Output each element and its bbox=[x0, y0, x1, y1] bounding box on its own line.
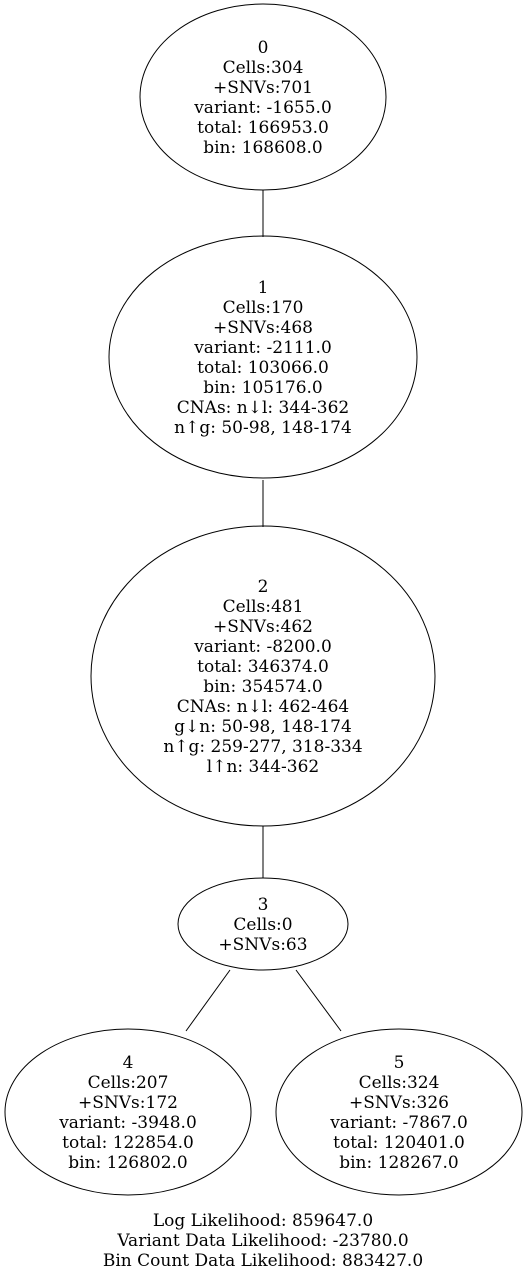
node-label-line: CNAs: n↓l: 462-464 bbox=[177, 697, 349, 717]
node-label-line: 4 bbox=[123, 1053, 134, 1073]
node-label-line: +SNVs:701 bbox=[213, 78, 313, 98]
node-label-line: variant: -3948.0 bbox=[58, 1113, 197, 1133]
node-label-line: total: 122854.0 bbox=[62, 1133, 194, 1153]
node-label-line: 2 bbox=[258, 577, 269, 597]
edge-3-4 bbox=[185, 969, 231, 1032]
node-ellipse bbox=[139, 3, 387, 191]
node-label-line: l↑n: 344-362 bbox=[207, 757, 319, 777]
node-label-line: bin: 128267.0 bbox=[339, 1153, 459, 1173]
node-label-line: +SNVs:326 bbox=[349, 1093, 449, 1113]
node-label-line: bin: 354574.0 bbox=[203, 677, 323, 697]
node-label-line: total: 103066.0 bbox=[197, 358, 329, 378]
node-label-line: total: 166953.0 bbox=[197, 118, 329, 138]
node-label-line: total: 346374.0 bbox=[197, 657, 329, 677]
node-label-line: 1 bbox=[258, 278, 269, 298]
node-label-line: variant: -8200.0 bbox=[193, 637, 332, 657]
node-label-line: 0 bbox=[258, 38, 269, 58]
edges-layer bbox=[185, 190, 342, 1032]
bin-likelihood-text: Bin Count Data Likelihood: 883427.0 bbox=[103, 1251, 423, 1271]
node-label-line: bin: 105176.0 bbox=[203, 378, 323, 398]
node-label-line: +SNVs:63 bbox=[218, 935, 307, 955]
variant-likelihood-text: Variant Data Likelihood: -23780.0 bbox=[116, 1231, 408, 1251]
node-ellipse bbox=[90, 525, 436, 827]
node-label-line: CNAs: n↓l: 344-362 bbox=[177, 398, 349, 418]
node-label-line: variant: -2111.0 bbox=[193, 338, 332, 358]
node-label-line: Cells:304 bbox=[223, 58, 304, 78]
likelihood-footer: Log Likelihood: 859647.0 Variant Data Li… bbox=[103, 1211, 423, 1271]
node-label-line: n↑g: 259-277, 318-334 bbox=[163, 737, 362, 757]
edge-3-5 bbox=[295, 969, 342, 1032]
node-label-line: variant: -1655.0 bbox=[193, 98, 332, 118]
node-label-line: g↓n: 50-98, 148-174 bbox=[174, 717, 352, 737]
node-label-line: Cells:207 bbox=[88, 1073, 169, 1093]
node-label-line: Cells:481 bbox=[223, 597, 304, 617]
log-likelihood-text: Log Likelihood: 859647.0 bbox=[153, 1211, 373, 1231]
node-label-line: Cells:0 bbox=[233, 915, 292, 935]
node-ellipse bbox=[108, 235, 418, 479]
node-label-line: n↑g: 50-98, 148-174 bbox=[174, 418, 352, 438]
node-label-line: Cells:324 bbox=[359, 1073, 440, 1093]
node-label-line: total: 120401.0 bbox=[333, 1133, 465, 1153]
node-label-line: 3 bbox=[258, 895, 269, 915]
node-label-line: +SNVs:462 bbox=[213, 617, 313, 637]
node-ellipse bbox=[4, 1028, 252, 1196]
node-label-line: 5 bbox=[394, 1053, 405, 1073]
node-ellipse bbox=[177, 877, 349, 971]
node-label-line: +SNVs:172 bbox=[78, 1093, 178, 1113]
node-label-line: bin: 126802.0 bbox=[68, 1153, 188, 1173]
node-ellipse bbox=[275, 1028, 523, 1196]
node-label-line: +SNVs:468 bbox=[213, 318, 313, 338]
node-label-line: variant: -7867.0 bbox=[329, 1113, 468, 1133]
node-label-line: bin: 168608.0 bbox=[203, 138, 323, 158]
node-label-line: Cells:170 bbox=[223, 298, 304, 318]
